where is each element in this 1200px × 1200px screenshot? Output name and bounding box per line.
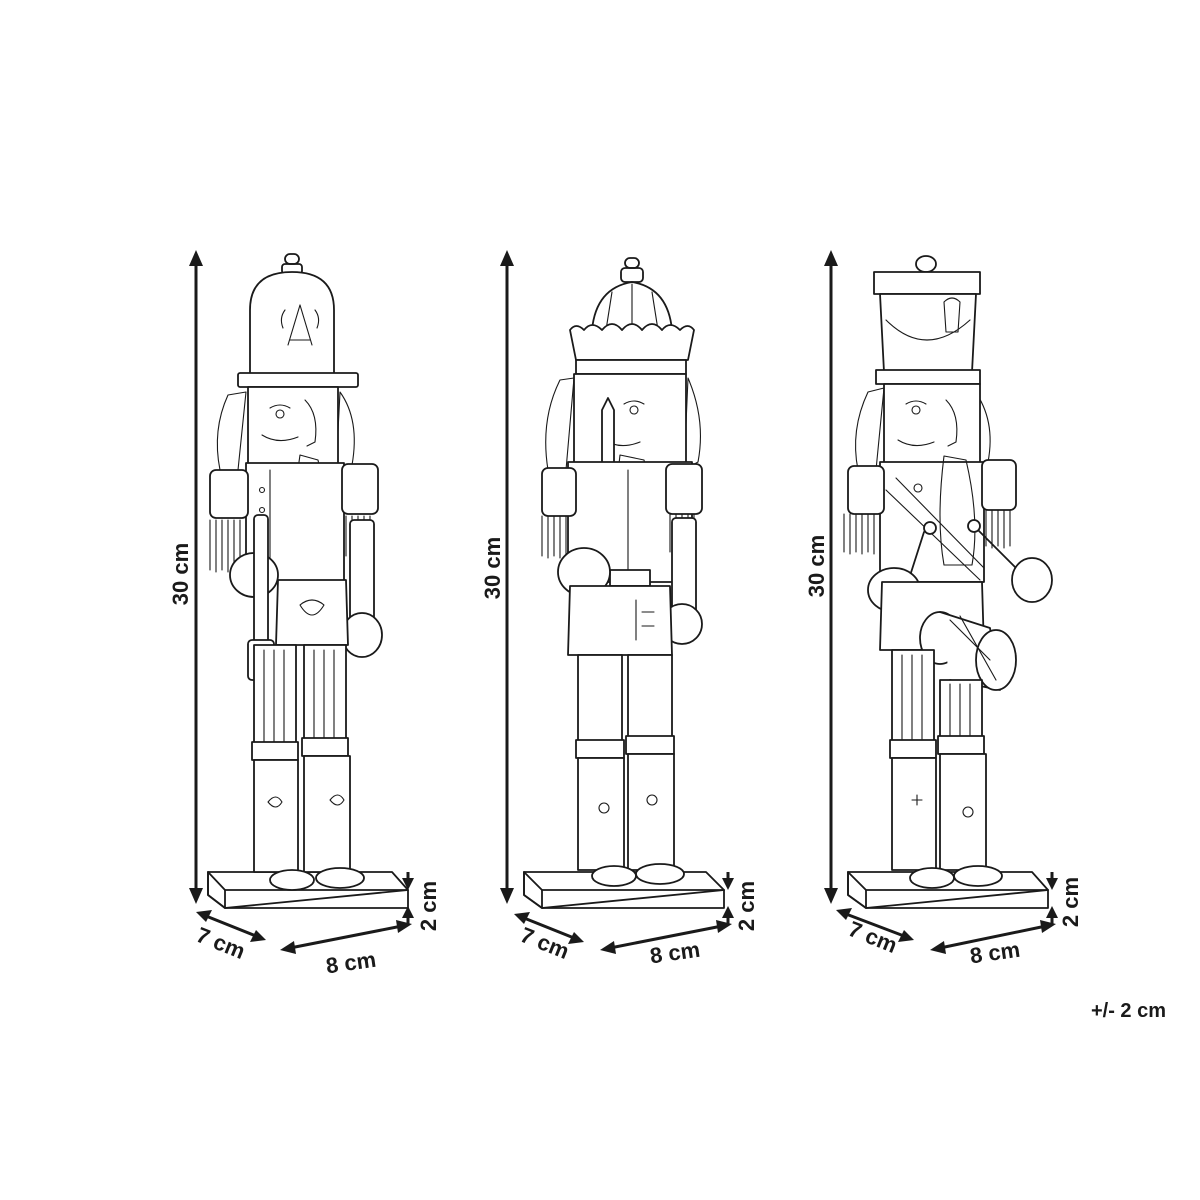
- depth-arrow-3: [836, 908, 914, 942]
- width-label-2: 8 cm: [648, 937, 701, 969]
- nutcracker-figure-2: [523, 257, 725, 909]
- height-label-2: 30 cm: [480, 537, 505, 599]
- tolerance-note: +/- 2 cm: [1090, 1000, 1166, 1022]
- height-arrow-3: [824, 250, 838, 904]
- height-label-3: 30 cm: [804, 535, 829, 597]
- base-height-label-3: 2 cm: [1058, 877, 1083, 927]
- width-arrow-1: [280, 920, 412, 954]
- nutcracker-figure-1: [207, 253, 409, 909]
- height-arrow-2: [500, 250, 514, 904]
- depth-label-2: 7 cm: [517, 922, 573, 964]
- width-label-1: 8 cm: [324, 947, 377, 979]
- width-arrow-2: [600, 920, 732, 954]
- depth-arrow-2: [514, 912, 584, 944]
- height-label-1: 30 cm: [168, 543, 193, 605]
- height-arrow-1: [189, 250, 203, 904]
- depth-label-3: 7 cm: [845, 916, 901, 958]
- base-height-arrow-1: [402, 872, 414, 924]
- base-height-arrow-3: [1046, 872, 1058, 924]
- base-height-label-2: 2 cm: [734, 881, 759, 931]
- width-arrow-3: [930, 920, 1056, 954]
- nutcracker-figure-3: [843, 255, 1053, 909]
- base-height-arrow-2: [722, 872, 734, 924]
- base-height-label-1: 2 cm: [416, 881, 441, 931]
- depth-arrow-1: [196, 910, 266, 942]
